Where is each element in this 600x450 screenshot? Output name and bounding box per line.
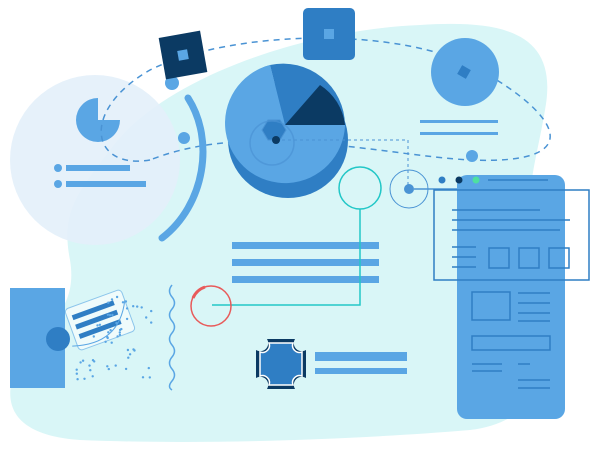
red-ring xyxy=(190,285,232,327)
spray-dot xyxy=(79,361,82,364)
cyan-connector xyxy=(212,209,361,306)
spray-dot xyxy=(111,313,114,317)
orbit-node xyxy=(178,132,190,144)
spray-dot xyxy=(145,316,148,319)
spray-dot xyxy=(107,301,110,304)
spray-dot xyxy=(150,309,153,313)
spray-dot xyxy=(107,331,110,334)
spray-dot xyxy=(81,359,85,362)
gear-icon xyxy=(261,119,287,141)
spray-dot xyxy=(125,317,129,321)
stat-line xyxy=(420,120,498,123)
spray-dot xyxy=(136,305,139,308)
badge-line xyxy=(315,368,407,374)
spray-dot xyxy=(88,364,91,367)
spray-dot xyxy=(118,333,122,337)
spray-dot xyxy=(124,300,128,303)
spray-dot xyxy=(115,295,119,299)
spray-dot xyxy=(106,313,110,316)
text-line xyxy=(232,259,379,266)
orbit-node xyxy=(165,76,179,90)
spray-dot xyxy=(121,301,125,304)
spray-dot xyxy=(132,348,135,351)
spray-dot xyxy=(140,306,143,309)
spray-dot xyxy=(128,353,132,356)
pacman-chart-icon xyxy=(76,98,120,142)
list-dot xyxy=(54,180,62,188)
spray-dot xyxy=(91,375,94,378)
spray-dot xyxy=(118,331,122,334)
spray-dot xyxy=(116,335,119,338)
wavy-line xyxy=(168,284,176,391)
spray-dot xyxy=(107,367,111,371)
connector-dot xyxy=(404,184,414,194)
spray-dot xyxy=(104,340,107,343)
dot-pattern xyxy=(75,295,153,381)
gauge-arc xyxy=(158,94,207,242)
spray-dot xyxy=(120,327,123,331)
spray-dot xyxy=(141,376,145,379)
list-line xyxy=(66,165,130,171)
spray-dot xyxy=(132,305,135,308)
badge-icon xyxy=(256,339,306,389)
window-dot xyxy=(438,176,446,184)
panel-node xyxy=(46,327,70,351)
spray-dot xyxy=(108,313,112,317)
spray-dot xyxy=(89,369,92,372)
spray-dot xyxy=(110,341,113,344)
spray-dot xyxy=(115,321,118,325)
stat-node xyxy=(457,65,471,79)
spray-dot xyxy=(83,377,86,380)
spray-dot xyxy=(148,376,151,379)
spray-dot xyxy=(124,367,128,371)
text-line xyxy=(232,276,379,283)
spray-dot xyxy=(110,298,114,301)
spray-dot xyxy=(92,335,96,338)
spray-dot xyxy=(150,321,153,324)
list-dot xyxy=(54,164,62,172)
text-line xyxy=(232,242,379,249)
soft-circle xyxy=(10,75,180,245)
spray-dot xyxy=(75,372,79,375)
spray-dot xyxy=(91,359,95,362)
spray-dot xyxy=(109,329,112,332)
spray-dot xyxy=(98,323,102,326)
tile-node xyxy=(324,29,334,39)
spray-dot xyxy=(114,364,117,367)
spray-dot xyxy=(126,348,130,352)
stat-line xyxy=(420,132,498,135)
connector-dashed xyxy=(282,139,409,188)
wireframe-window-icon xyxy=(433,189,590,389)
spray-dot xyxy=(75,368,78,371)
list-line xyxy=(66,181,146,187)
spray-dot xyxy=(147,366,150,370)
window-dot xyxy=(472,176,480,184)
mobile-device-icon xyxy=(457,175,565,419)
window-dot xyxy=(455,176,463,184)
spray-dot xyxy=(76,378,79,381)
spray-dot xyxy=(96,324,99,327)
spray-dot xyxy=(127,356,130,359)
spray-dot xyxy=(106,365,109,368)
badge-line xyxy=(315,352,407,361)
tile-node xyxy=(177,49,189,61)
orbit-node xyxy=(466,150,478,162)
spray-dot xyxy=(125,307,129,310)
spray-dot xyxy=(106,335,109,339)
